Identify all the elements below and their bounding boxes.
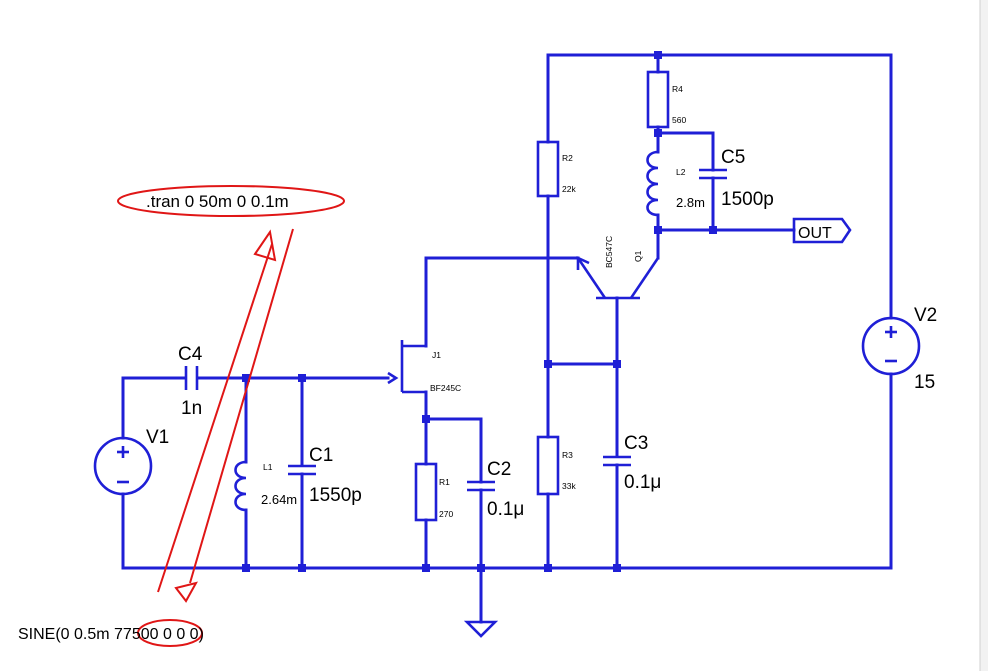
q1-transistor[interactable]: BC547C Q1	[576, 236, 660, 300]
v2-source[interactable]: V2 15	[861, 305, 937, 393]
l1-inductor[interactable]: L1 2.64m	[234, 460, 298, 512]
c4-name: C4	[178, 344, 203, 365]
v1-name: V1	[146, 427, 169, 448]
q1-emitter-lead	[576, 257, 607, 299]
r3-body	[536, 435, 560, 496]
r4-body	[646, 70, 670, 129]
junction-dot	[613, 564, 621, 572]
l2-inductor[interactable]: L2 2.8m	[646, 150, 705, 217]
r2-value: 22k	[562, 184, 576, 194]
l2-name: L2	[676, 167, 686, 177]
c1-name: C1	[309, 445, 333, 466]
c3-name: C3	[624, 433, 648, 454]
c4-capacitor[interactable]: C4 1n	[178, 344, 203, 419]
window-edge	[980, 0, 988, 671]
j1-model: BF245C	[430, 383, 461, 393]
junction-dot	[544, 564, 552, 572]
l1-name: L1	[263, 462, 273, 472]
c1-capacitor[interactable]: C1 1550p	[288, 445, 362, 506]
arrow-head-up	[253, 229, 277, 262]
v1-symbol	[93, 436, 153, 496]
junction-dot	[544, 360, 552, 368]
c1-value: 1550p	[309, 485, 362, 506]
junctions	[242, 51, 717, 572]
r4-name: R4	[672, 84, 683, 94]
annotations: .tran 0 50m 0 0.1m SINE(0 0.5m 77500 0 0…	[18, 185, 345, 647]
v2-name: V2	[914, 305, 937, 326]
r3-name: R3	[562, 450, 573, 460]
q1-name: Q1	[633, 250, 643, 262]
junction-dot	[298, 374, 306, 382]
arrow-line	[157, 243, 273, 593]
q1-emitter-arrow	[576, 255, 590, 270]
sine-suffix: 0 0 0)	[159, 626, 204, 643]
sine-prefix: SINE(0 0.5m	[18, 626, 114, 643]
freq-highlight-ellipse	[137, 619, 203, 647]
out-port[interactable]: OUT	[792, 217, 852, 244]
sine-directive[interactable]: SINE(0 0.5m 77500 0 0 0)	[18, 626, 204, 643]
r4-resistor[interactable]: R4 560	[646, 70, 686, 129]
v2-symbol	[861, 316, 921, 376]
junction-dot	[654, 226, 662, 234]
r1-value: 270	[439, 509, 453, 519]
junction-dot	[654, 129, 662, 137]
j1-name: J1	[432, 350, 441, 360]
junction-dot	[613, 360, 621, 368]
r3-value: 33k	[562, 481, 576, 491]
r3-resistor[interactable]: R3 33k	[536, 435, 576, 496]
r2-body	[536, 140, 560, 198]
r2-resistor[interactable]: R2 22k	[536, 140, 576, 198]
c5-capacitor[interactable]: C5 1500p	[699, 147, 774, 210]
junction-dot	[422, 564, 430, 572]
junction-dot	[709, 226, 717, 234]
c2-name: C2	[487, 459, 511, 480]
j1-gate-arrow	[387, 371, 399, 385]
q1-collector-lead	[629, 257, 660, 299]
out-port-label: OUT	[798, 225, 832, 242]
c5-value: 1500p	[721, 189, 774, 210]
c2-value: 0.1μ	[487, 499, 524, 520]
junction-dot	[242, 564, 250, 572]
c4-value: 1n	[181, 398, 202, 419]
l2-coil	[646, 150, 659, 217]
l1-value: 2.64m	[261, 492, 297, 507]
tran-directive[interactable]: .tran 0 50m 0 0.1m	[146, 192, 289, 211]
r1-resistor[interactable]: R1 270	[414, 462, 453, 522]
v1-source[interactable]: V1	[93, 427, 169, 496]
c5-name: C5	[721, 147, 745, 168]
wires	[121, 53, 893, 624]
l1-coil	[234, 460, 247, 512]
c3-value: 0.1μ	[624, 472, 661, 493]
junction-dot	[422, 415, 430, 423]
sine-frequency: 77500	[114, 626, 159, 643]
r2-name: R2	[562, 153, 573, 163]
junction-dot	[654, 51, 662, 59]
v2-value: 15	[914, 372, 935, 393]
l2-value: 2.8m	[676, 195, 705, 210]
c2-capacitor[interactable]: C2 0.1μ	[467, 459, 524, 520]
junction-dot	[477, 564, 485, 572]
tran-highlight-ellipse	[117, 185, 345, 217]
q1-model: BC547C	[604, 236, 614, 268]
r1-body	[414, 462, 438, 522]
arrow-line	[189, 228, 294, 584]
junction-dot	[242, 374, 250, 382]
junction-dot	[298, 564, 306, 572]
ground-triangle	[463, 620, 499, 638]
r1-name: R1	[439, 477, 450, 487]
j1-jfet[interactable]: J1 BF245C	[387, 340, 461, 394]
out-port-flag	[792, 217, 852, 244]
c3-capacitor[interactable]: C3 0.1μ	[603, 433, 661, 493]
arrow-head-down	[174, 581, 198, 603]
r4-value: 560	[672, 115, 686, 125]
ground-symbol	[463, 620, 499, 638]
